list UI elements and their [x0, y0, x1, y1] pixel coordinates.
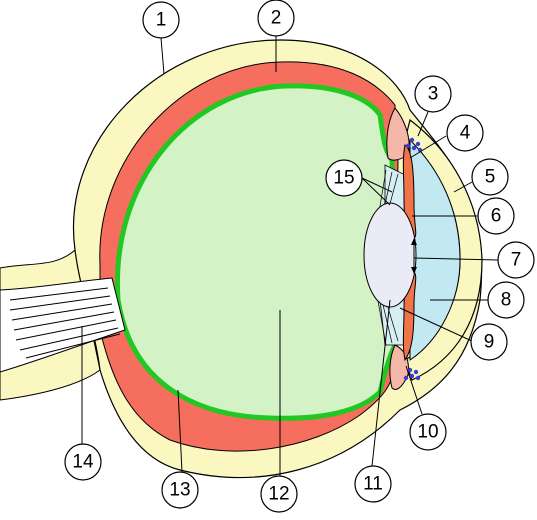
label-6-text: 6 [491, 206, 502, 227]
label-10-text: 10 [417, 422, 438, 443]
label-15-text: 15 [333, 168, 354, 189]
lens [363, 202, 417, 308]
label-12: 12 [260, 475, 298, 513]
label-3-text: 3 [428, 84, 439, 105]
label-6: 6 [477, 197, 515, 235]
canal-of-schlemm-dots [403, 137, 423, 381]
label-7: 7 [497, 241, 535, 279]
label-2: 2 [257, 0, 295, 37]
label-2-text: 2 [271, 8, 282, 29]
label-4-text: 4 [460, 123, 471, 144]
label-13-text: 13 [169, 480, 190, 501]
ciliary-body-upper [386, 107, 410, 161]
label-4: 4 [446, 114, 484, 152]
label-13: 13 [161, 471, 199, 509]
label-1: 1 [142, 1, 180, 39]
label-9: 9 [470, 323, 508, 361]
label-12-text: 12 [268, 484, 289, 505]
label-5-text: 5 [485, 167, 496, 188]
leader-lines [81, 36, 499, 476]
label-10: 10 [409, 413, 447, 451]
label-7-text: 7 [511, 250, 522, 271]
label-11: 11 [354, 465, 392, 503]
optic-nerve-fibers [0, 277, 126, 373]
label-8: 8 [487, 281, 525, 319]
label-11-text: 11 [363, 474, 383, 495]
labels: 1 2 3 4 5 6 7 8 9 10 11 12 13 14 15 [64, 0, 535, 513]
label-14-text: 14 [72, 452, 94, 473]
pupil-arrow [411, 238, 417, 274]
label-5: 5 [471, 158, 509, 196]
anterior-chamber [409, 138, 461, 361]
label-1-text: 1 [156, 10, 167, 31]
label-8-text: 8 [501, 290, 512, 311]
label-15: 15 [325, 159, 363, 197]
label-14: 14 [64, 443, 102, 481]
label-9-text: 9 [484, 332, 495, 353]
label-3: 3 [414, 75, 452, 113]
